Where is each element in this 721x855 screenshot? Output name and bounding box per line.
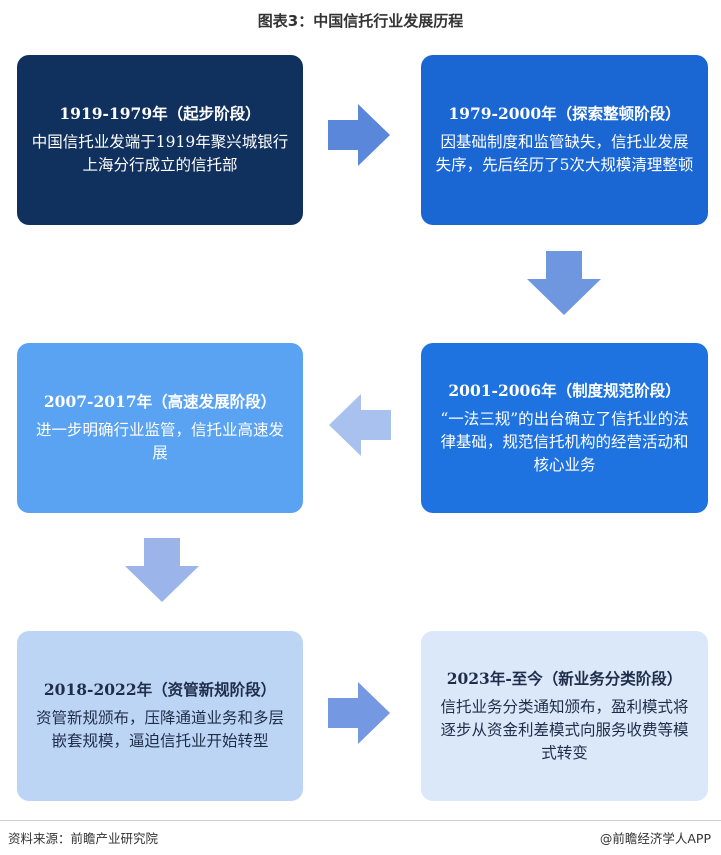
stage-3-heading: 2001-2006年（制度规范阶段） (448, 380, 681, 400)
arrow-right-1 (328, 104, 390, 166)
stage-3-box: 2001-2006年（制度规范阶段） “一法三规”的出台确立了信托业的法律基础，… (421, 343, 708, 513)
arrow-down-2 (125, 538, 199, 602)
stage-1-box: 1919-1979年（起步阶段） 中国信托业发端于1919年聚兴城银行上海分行成… (17, 55, 303, 225)
arrow-down-1 (527, 251, 601, 315)
stage-3-text: “一法三规”的出台确立了信托业的法律基础，规范信托机构的经营活动和核心业务 (440, 409, 689, 474)
stage-6-heading: 2023年-至今（新业务分类阶段） (446, 668, 683, 688)
stage-2-heading: 1979-2000年（探索整顿阶段） (448, 104, 681, 123)
stage-1-heading: 1919-1979年（起步阶段） (59, 104, 261, 123)
stage-5-text: 资管新规颁布，压降通道业务和多层嵌套规模，逼迫信托业开始转型 (35, 709, 284, 750)
source-note: 资料来源：前瞻产业研究院 (8, 831, 159, 846)
figure-title: 图表3：中国信托行业发展历程 (257, 12, 464, 30)
arrow-right-2 (328, 682, 390, 744)
stage-2-text: 因基础制度和监管缺失，信托业发展失序，先后经历了5次大规模清理整顿 (435, 133, 694, 174)
credit-note: @前瞻经济学人APP (599, 831, 711, 846)
stage-5-box: 2018-2022年（资管新规阶段） 资管新规颁布，压降通道业务和多层嵌套规模，… (17, 631, 303, 801)
stage-4-box: 2007-2017年（高速发展阶段） 进一步明确行业监管，信托业高速发展 (17, 343, 303, 513)
stage-6-box: 2023年-至今（新业务分类阶段） 信托业务分类通知颁布，盈利模式将逐步从资金利… (421, 631, 708, 801)
stage-1-text: 中国信托业发端于1919年聚兴城银行上海分行成立的信托部 (31, 133, 289, 174)
stage-4-text: 进一步明确行业监管，信托业高速发展 (35, 421, 284, 462)
stage-2-box: 1979-2000年（探索整顿阶段） 因基础制度和监管缺失，信托业发展失序，先后… (421, 55, 708, 225)
stage-5-heading: 2018-2022年（资管新规阶段） (43, 680, 277, 699)
footer-divider (0, 820, 721, 821)
stage-4-heading: 2007-2017年（高速发展阶段） (43, 392, 277, 411)
stage-6-text: 信托业务分类通知颁布，盈利模式将逐步从资金利差模式向服务收费等模式转变 (440, 697, 689, 762)
arrow-left-1 (329, 394, 391, 456)
